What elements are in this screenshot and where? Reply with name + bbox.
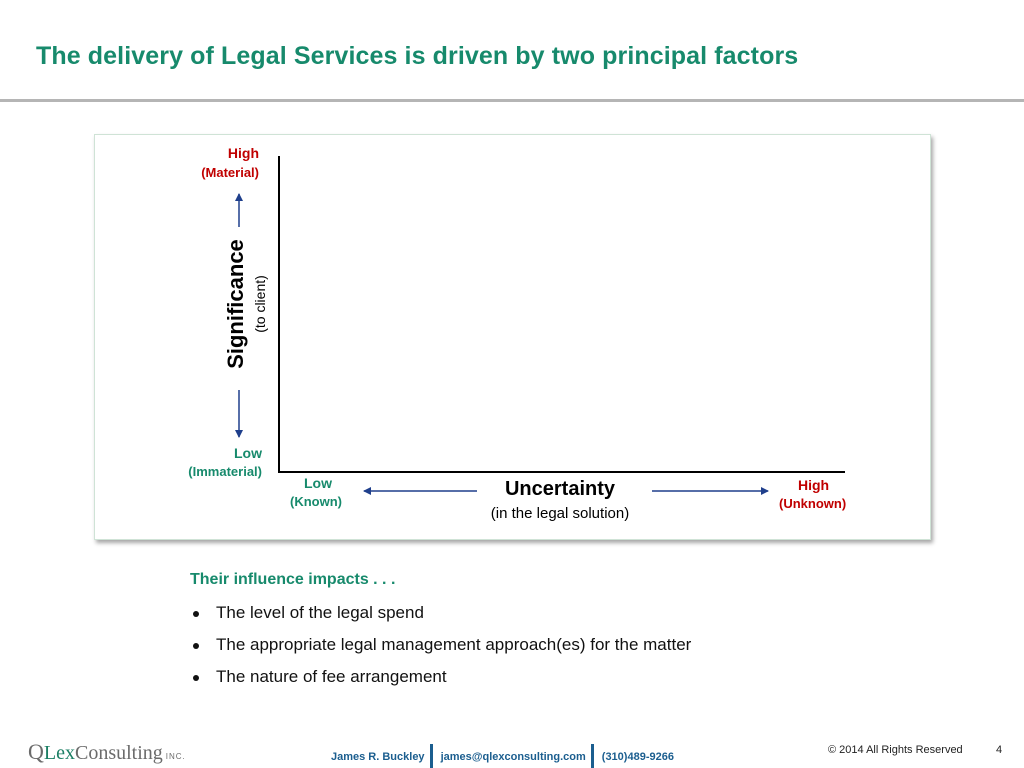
page-number: 4 xyxy=(996,744,1003,756)
x-high-sublabel: (Unknown) xyxy=(779,496,847,511)
bullet-icon xyxy=(193,611,199,617)
list-item-text: The level of the legal spend xyxy=(216,603,424,622)
contact-phone: (310)489-9266 xyxy=(601,751,674,763)
logo-inc: INC. xyxy=(165,752,186,761)
footer-contact: James R. Buckley james@qlexconsulting.com… xyxy=(331,744,674,768)
slide-title: The delivery of Legal Services is driven… xyxy=(36,42,799,70)
y-high-label: High xyxy=(227,145,259,161)
contact-name: James R. Buckley xyxy=(331,751,425,763)
list-item-text: The nature of fee arrangement xyxy=(216,667,447,686)
y-high-sublabel: (Material) xyxy=(201,165,259,180)
list-item: The nature of fee arrangement xyxy=(190,667,691,699)
y-axis-subtitle: (to client) xyxy=(252,275,268,333)
x-axis-subtitle: (in the legal solution) xyxy=(490,505,630,522)
logo-consulting: Consulting xyxy=(74,742,163,764)
y-low-sublabel: (Immaterial) xyxy=(188,464,262,479)
x-high-label: High xyxy=(798,477,830,493)
y-axis-title: Significance xyxy=(223,239,248,369)
y-low-label: Low xyxy=(234,445,262,461)
impacts-heading: Their influence impacts . . . xyxy=(190,571,396,588)
x-low-label: Low xyxy=(304,475,332,491)
logo-q: Q xyxy=(28,739,44,764)
x-axis-title: Uncertainty xyxy=(504,478,616,500)
logo-lex: Lex xyxy=(43,742,75,764)
x-low-sublabel: (Known) xyxy=(290,494,342,509)
list-item: The appropriate legal management approac… xyxy=(190,635,691,667)
title-divider xyxy=(0,99,1024,102)
bullet-icon xyxy=(193,643,199,649)
separator xyxy=(590,744,594,768)
list-item-text: The appropriate legal management approac… xyxy=(216,635,692,654)
contact-email[interactable]: james@qlexconsulting.com xyxy=(440,751,586,763)
bullet-icon xyxy=(193,675,199,681)
list-item: The level of the legal spend xyxy=(190,603,691,635)
copyright: © 2014 All Rights Reserved xyxy=(828,744,963,756)
separator xyxy=(429,744,433,768)
impacts-list: The level of the legal spend The appropr… xyxy=(190,603,691,699)
